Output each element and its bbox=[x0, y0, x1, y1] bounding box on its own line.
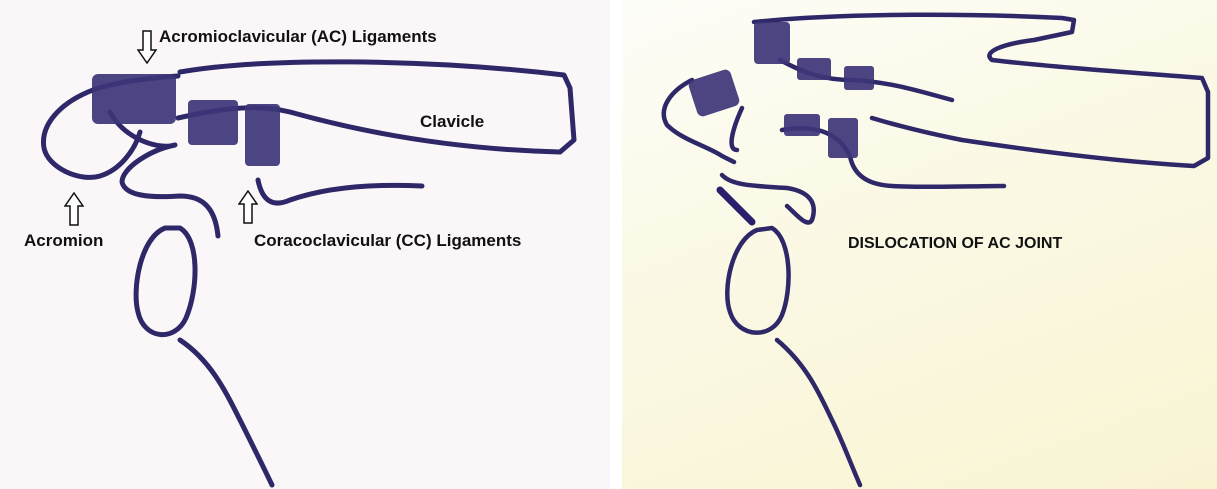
normal-joint-panel: Acromioclavicular (AC) Ligaments Clavicl… bbox=[0, 0, 610, 489]
ac-ligament-block bbox=[92, 74, 176, 124]
cc-ligament-block-1 bbox=[188, 100, 238, 145]
clavicle-label: Clavicle bbox=[420, 113, 484, 130]
clavicle-end-ligament bbox=[754, 22, 790, 64]
ac-ligament-stub-3 bbox=[844, 66, 874, 90]
ac-ligament-stub-2 bbox=[797, 58, 831, 80]
acromion-label: Acromion bbox=[24, 232, 103, 249]
coracoid-loop bbox=[722, 175, 814, 222]
cc-ligament-stub-1 bbox=[784, 114, 820, 136]
cc-ligament-block-2 bbox=[245, 104, 280, 166]
dislocation-title: DISLOCATION OF AC JOINT bbox=[848, 236, 1062, 252]
dislocation-panel: DISLOCATION OF AC JOINT bbox=[622, 0, 1217, 489]
glenoid-oval bbox=[727, 228, 788, 333]
acromion-arrow-icon bbox=[64, 192, 84, 226]
ac-arrow-icon bbox=[137, 30, 157, 64]
scapula-body bbox=[180, 340, 272, 485]
cc-ligaments-label: Coracoclavicular (CC) Ligaments bbox=[254, 232, 521, 249]
joint-marker bbox=[720, 190, 752, 222]
displaced-clavicle-outline bbox=[754, 15, 1208, 166]
coracoid-process bbox=[782, 128, 1004, 187]
coracoid-process bbox=[258, 180, 422, 203]
acromion-inner bbox=[732, 108, 742, 150]
glenoid-oval bbox=[136, 228, 195, 335]
ac-ligaments-label: Acromioclavicular (AC) Ligaments bbox=[159, 28, 437, 45]
scapula-body bbox=[777, 340, 860, 485]
cc-arrow-icon bbox=[238, 190, 258, 224]
ac-ligament-stub-1 bbox=[687, 68, 741, 118]
cc-ligament-stub-2 bbox=[828, 118, 858, 158]
